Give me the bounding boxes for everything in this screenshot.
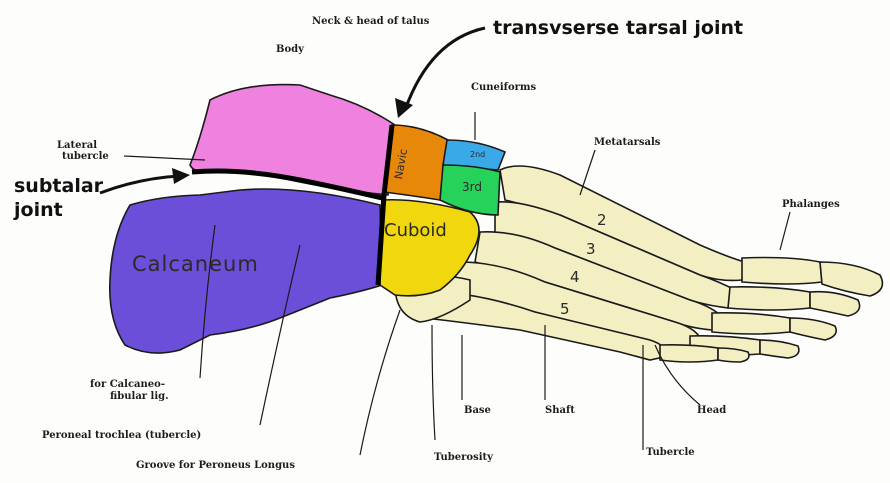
metatarsal-2-number: 2 (597, 211, 607, 229)
subtalar-joint-label-line1: subtalar (14, 175, 103, 197)
calcaneum-bone-label: Calcaneum (132, 252, 259, 276)
metatarsal-4-number: 4 (570, 268, 580, 286)
subtalar-arrow-shaft (100, 176, 180, 193)
third-cuneiform-label: 3rd (462, 180, 482, 194)
distal-phalanx-1 (820, 262, 882, 296)
tubercle-label: Tubercle (646, 447, 695, 459)
calcaneofibular-label-line1: for Calcaneo- (90, 379, 165, 391)
subtalar-joint-label-line2: joint (14, 199, 63, 221)
calcaneofibular-label-line2: fibular lig. (110, 391, 169, 403)
transverse-tarsal-joint-label: transvserse tarsal joint (493, 17, 743, 39)
cuneiforms-label: Cuneiforms (471, 82, 536, 94)
phalanx-1 (742, 258, 822, 285)
tuberosity-label: Tuberosity (434, 452, 493, 464)
distal-phalanx-4 (760, 340, 799, 358)
phalanges-label: Phalanges (782, 199, 840, 211)
neck-head-talus-label: Neck & head of talus (312, 16, 429, 28)
distal-phalanx-2 (810, 292, 860, 316)
phalanx-5 (660, 345, 718, 362)
second-cuneiform-label: 2nd (470, 150, 485, 159)
phalanx-3 (712, 313, 790, 334)
transverse-arrow-head (395, 98, 413, 118)
phalanx-2 (728, 287, 810, 310)
metatarsal-5-number: 5 (560, 300, 570, 318)
distal-phalanx-3 (790, 318, 836, 340)
cuboid-bone-label: Cuboid (384, 220, 447, 241)
head-label: Head (697, 405, 726, 417)
shaft-label: Shaft (545, 405, 575, 417)
metatarsals-label: Metatarsals (594, 137, 660, 149)
groove-peroneus-longus-label: Groove for Peroneus Longus (136, 460, 295, 472)
lateral-tubercle-label-line2: tubercle (62, 151, 109, 163)
subtalar-arrow-head (172, 168, 190, 184)
base-label: Base (464, 405, 491, 417)
body-label: Body (276, 44, 304, 56)
transverse-arrow-shaft (405, 28, 485, 110)
peroneal-trochlea-label: Peroneal trochlea (tubercle) (42, 430, 201, 442)
metatarsal-3-number: 3 (586, 240, 596, 258)
